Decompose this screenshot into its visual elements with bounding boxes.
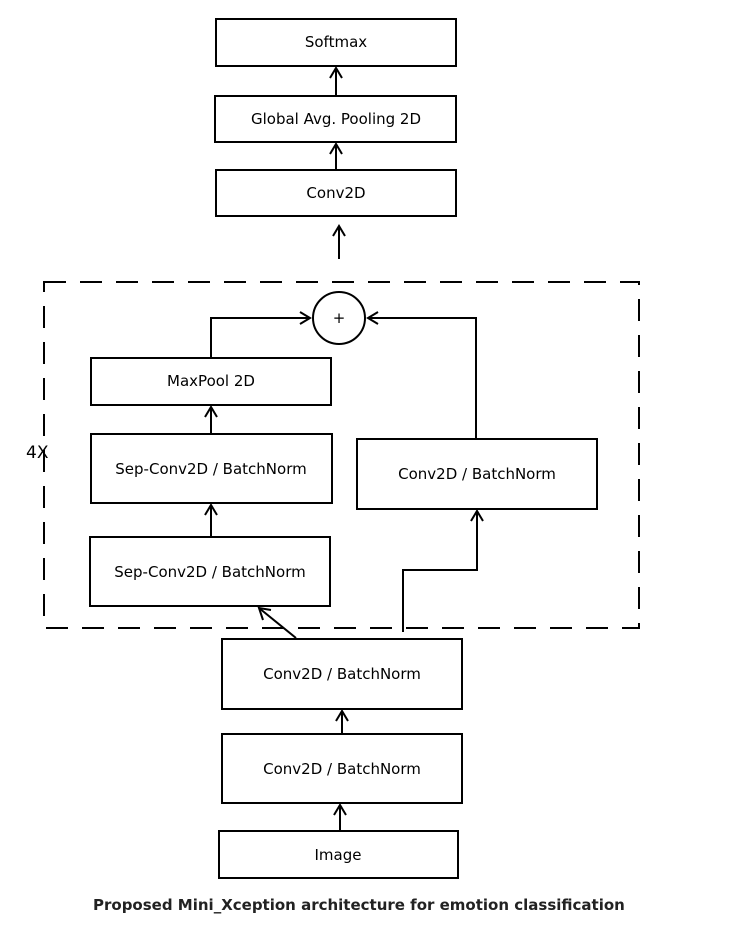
maxpool-node: MaxPool 2D — [90, 357, 332, 406]
conv2d-top-node: Conv2D — [215, 169, 457, 217]
conv-bn-lower-node: Conv2D / BatchNorm — [221, 733, 463, 804]
figure-caption: Proposed Mini_Xception architecture for … — [93, 896, 625, 914]
edge-residual-to-add — [366, 311, 477, 439]
maxpool-label: MaxPool 2D — [167, 372, 255, 390]
image-label: Image — [315, 846, 362, 864]
global-pool-node: Global Avg. Pooling 2D — [214, 95, 457, 143]
softmax-node: Softmax — [215, 18, 457, 67]
repeat-label: 4X — [26, 443, 49, 463]
global-pool-label: Global Avg. Pooling 2D — [251, 110, 421, 128]
add-node: + — [312, 291, 366, 345]
edge-convbn-to-seplower — [257, 606, 297, 639]
sepconv-lower-label: Sep-Conv2D / BatchNorm — [114, 563, 305, 581]
edge-block-to-conv — [332, 224, 346, 259]
softmax-label: Softmax — [305, 33, 367, 51]
edge-maxpool-to-add — [210, 311, 312, 358]
conv-bn-upper-label: Conv2D / BatchNorm — [263, 665, 421, 683]
add-label: + — [333, 309, 346, 327]
conv-bn-upper-node: Conv2D / BatchNorm — [221, 638, 463, 710]
edge-pool-to-softmax — [329, 66, 343, 96]
edge-seplower-to-sepupper — [204, 503, 218, 537]
repeat-block-border — [43, 281, 640, 629]
edge-conv-to-pool — [329, 142, 343, 170]
edge-image-to-convbnlower — [333, 803, 347, 831]
image-node: Image — [218, 830, 459, 879]
sepconv-upper-label: Sep-Conv2D / BatchNorm — [115, 460, 306, 478]
sepconv-upper-node: Sep-Conv2D / BatchNorm — [90, 433, 333, 504]
edge-convbn-to-residual — [402, 509, 484, 632]
conv-bn-lower-label: Conv2D / BatchNorm — [263, 760, 421, 778]
residual-conv-node: Conv2D / BatchNorm — [356, 438, 598, 510]
edge-convbnlower-to-convbnupper — [335, 709, 349, 734]
conv2d-top-label: Conv2D — [306, 184, 365, 202]
residual-conv-label: Conv2D / BatchNorm — [398, 465, 556, 483]
sepconv-lower-node: Sep-Conv2D / BatchNorm — [89, 536, 331, 607]
edge-sepupper-to-maxpool — [204, 405, 218, 434]
